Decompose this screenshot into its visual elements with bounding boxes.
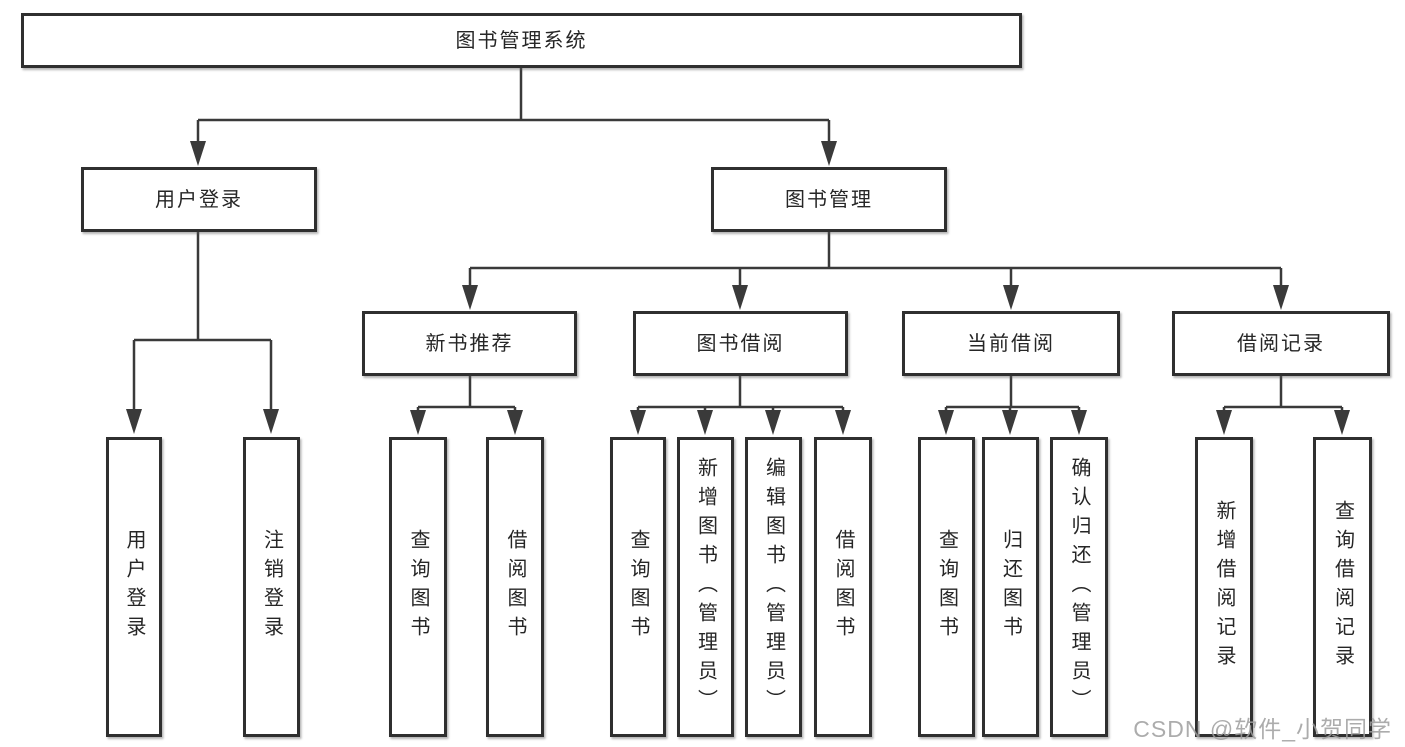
leaf-add-books-admin: 新增图书（管理员） xyxy=(677,437,734,737)
node-user-login: 用户登录 xyxy=(81,167,317,232)
leaf-return-books: 归还图书 xyxy=(982,437,1039,737)
leaf-logout: 注销登录 xyxy=(243,437,300,737)
leaf-query-borrow-record: 查询借阅记录 xyxy=(1313,437,1372,737)
node-current-borrowing: 当前借阅 xyxy=(902,311,1120,376)
node-borrowing-records: 借阅记录 xyxy=(1172,311,1390,376)
csdn-watermark: CSDN @软件_小贺同学 xyxy=(1133,716,1392,742)
leaf-query-books-recommend: 查询图书 xyxy=(389,437,447,737)
leaf-confirm-return-admin: 确认归还（管理员） xyxy=(1050,437,1108,737)
leaf-add-borrow-record: 新增借阅记录 xyxy=(1195,437,1253,737)
leaf-user-login: 用户登录 xyxy=(106,437,162,737)
leaf-query-books-borrowing: 查询图书 xyxy=(610,437,666,737)
leaf-borrow-books-borrowing: 借阅图书 xyxy=(814,437,872,737)
connector-arrowheads xyxy=(126,141,1350,435)
leaf-query-books-current: 查询图书 xyxy=(918,437,975,737)
node-new-book-recommendation: 新书推荐 xyxy=(362,311,577,376)
node-book-management: 图书管理 xyxy=(711,167,947,232)
node-book-borrowing: 图书借阅 xyxy=(633,311,848,376)
node-root: 图书管理系统 xyxy=(21,13,1022,68)
leaf-borrow-books-recommend: 借阅图书 xyxy=(486,437,544,737)
leaf-edit-books-admin: 编辑图书（管理员） xyxy=(745,437,802,737)
